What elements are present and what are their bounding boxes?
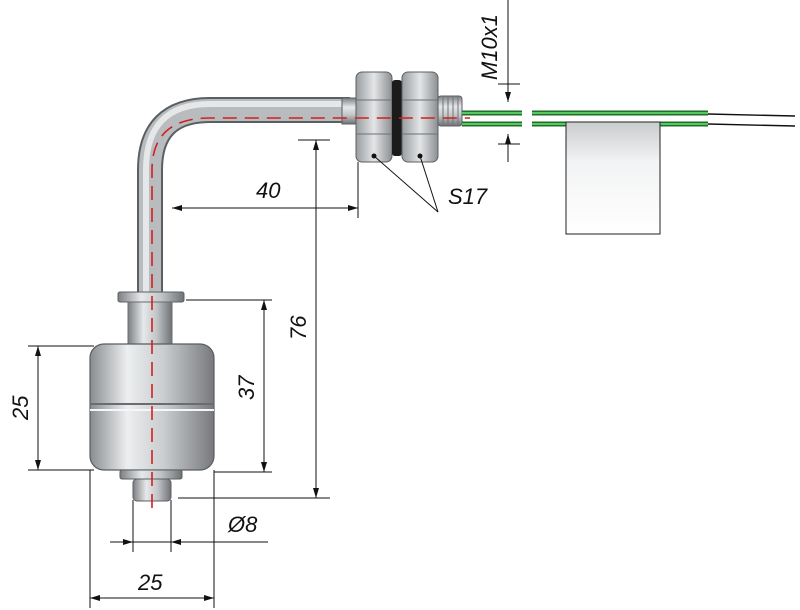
nut-right	[401, 71, 439, 163]
dim-total-height: 76	[178, 139, 330, 499]
thread-label: M10x1	[477, 14, 502, 80]
dim-float-span: 37	[186, 299, 272, 473]
dim-wrench: S17	[373, 155, 488, 213]
dim-thread: M10x1	[477, 0, 520, 162]
tube-collar	[117, 291, 185, 303]
wrench-label: S17	[448, 184, 488, 209]
float-height-label: 25	[8, 395, 33, 421]
nut-left	[355, 71, 393, 163]
dim-tip-diameter: Ø8	[110, 500, 268, 552]
float-diameter-label: 25	[137, 570, 163, 595]
centerline	[151, 117, 470, 508]
float-stop	[119, 469, 183, 480]
total-height-label: 76	[286, 315, 311, 340]
tube	[137, 97, 350, 300]
connector-box	[565, 121, 661, 235]
fitting	[341, 71, 463, 163]
thread	[437, 95, 463, 127]
dim-horizontal: 40	[172, 162, 359, 218]
tip-diameter-label: Ø8	[227, 512, 258, 537]
horizontal-length-label: 40	[256, 178, 281, 203]
dim-float-height: 25	[8, 345, 94, 471]
washer	[392, 80, 402, 156]
float-span-label: 37	[234, 375, 259, 400]
dim-float-diameter: 25	[89, 470, 215, 608]
